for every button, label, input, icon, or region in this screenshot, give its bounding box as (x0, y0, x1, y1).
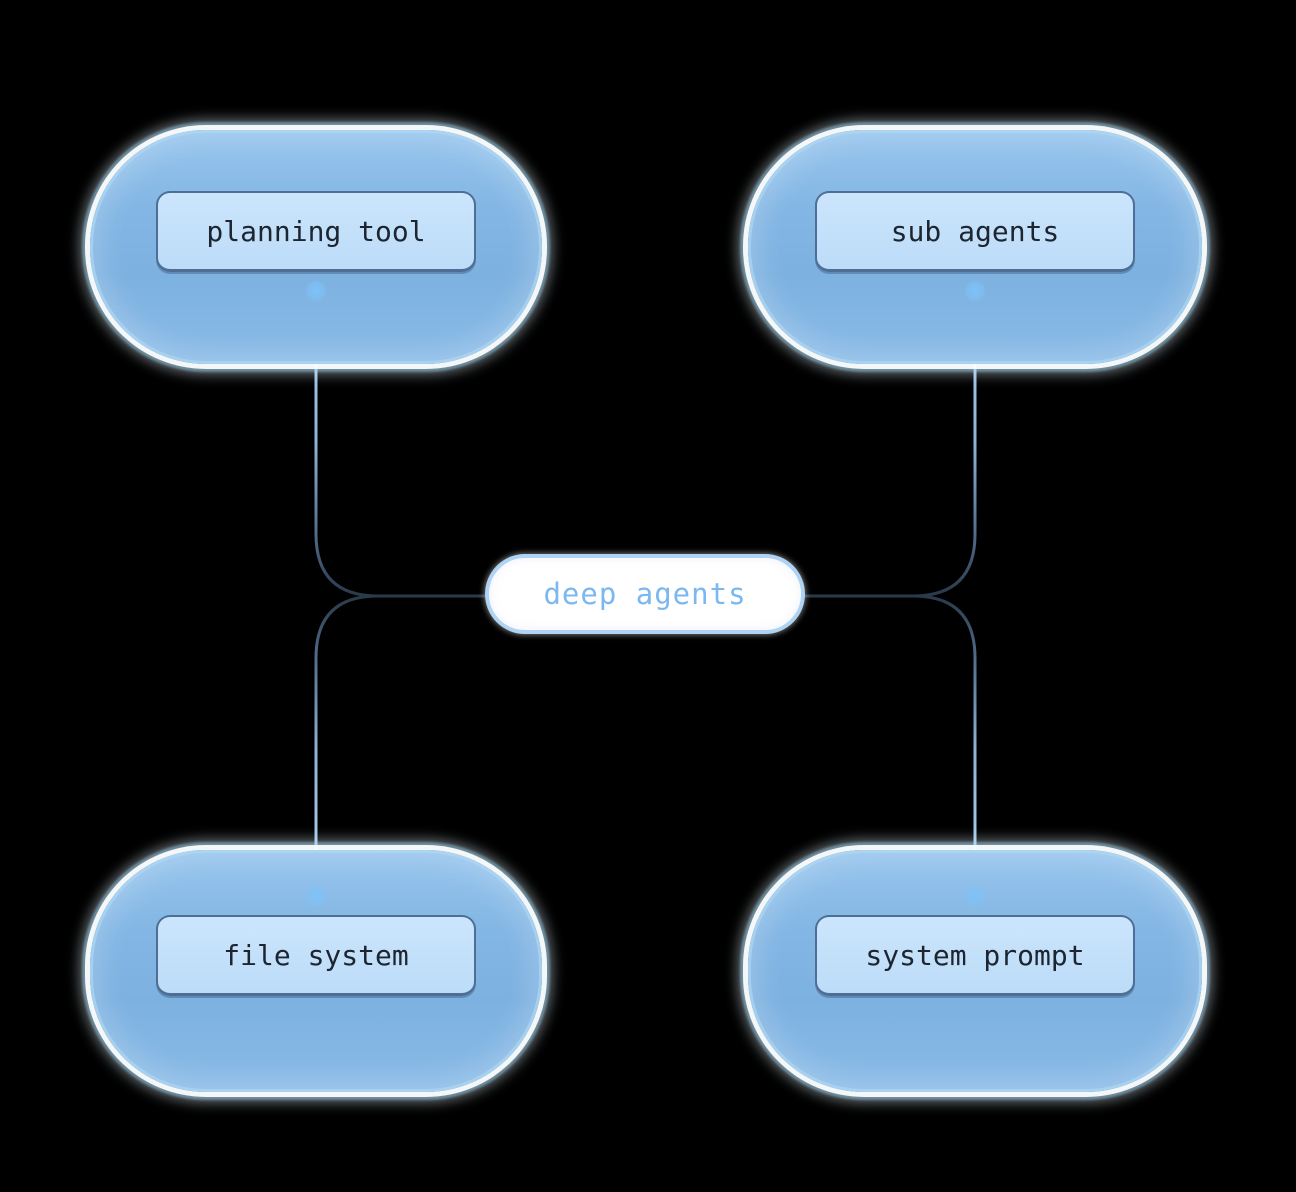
center-node-label: deep agents (543, 577, 747, 611)
node-file-system[interactable]: file system (90, 850, 542, 1092)
node-label-box[interactable]: system prompt (815, 915, 1135, 996)
node-label-box[interactable]: sub agents (815, 191, 1135, 272)
node-label: planning tool (206, 214, 426, 248)
node-label-box[interactable]: file system (156, 915, 476, 996)
connector-system-prompt[interactable] (801, 594, 977, 894)
node-deep-agents[interactable]: deep agents (485, 554, 805, 634)
connector-port-dot[interactable] (964, 280, 986, 302)
connector-port-dot[interactable] (305, 885, 327, 907)
node-label: file system (223, 938, 409, 972)
node-system-prompt[interactable]: system prompt (748, 850, 1202, 1092)
connector-file-system[interactable] (314, 594, 489, 894)
connector-port-dot[interactable] (964, 885, 986, 907)
node-label-box[interactable]: planning tool (156, 191, 476, 272)
node-sub-agents[interactable]: sub agents (748, 130, 1202, 364)
node-label: system prompt (865, 938, 1085, 972)
connector-port-dot[interactable] (305, 280, 327, 302)
node-planning-tool[interactable]: planning tool (90, 130, 542, 364)
node-label: sub agents (890, 214, 1060, 248)
